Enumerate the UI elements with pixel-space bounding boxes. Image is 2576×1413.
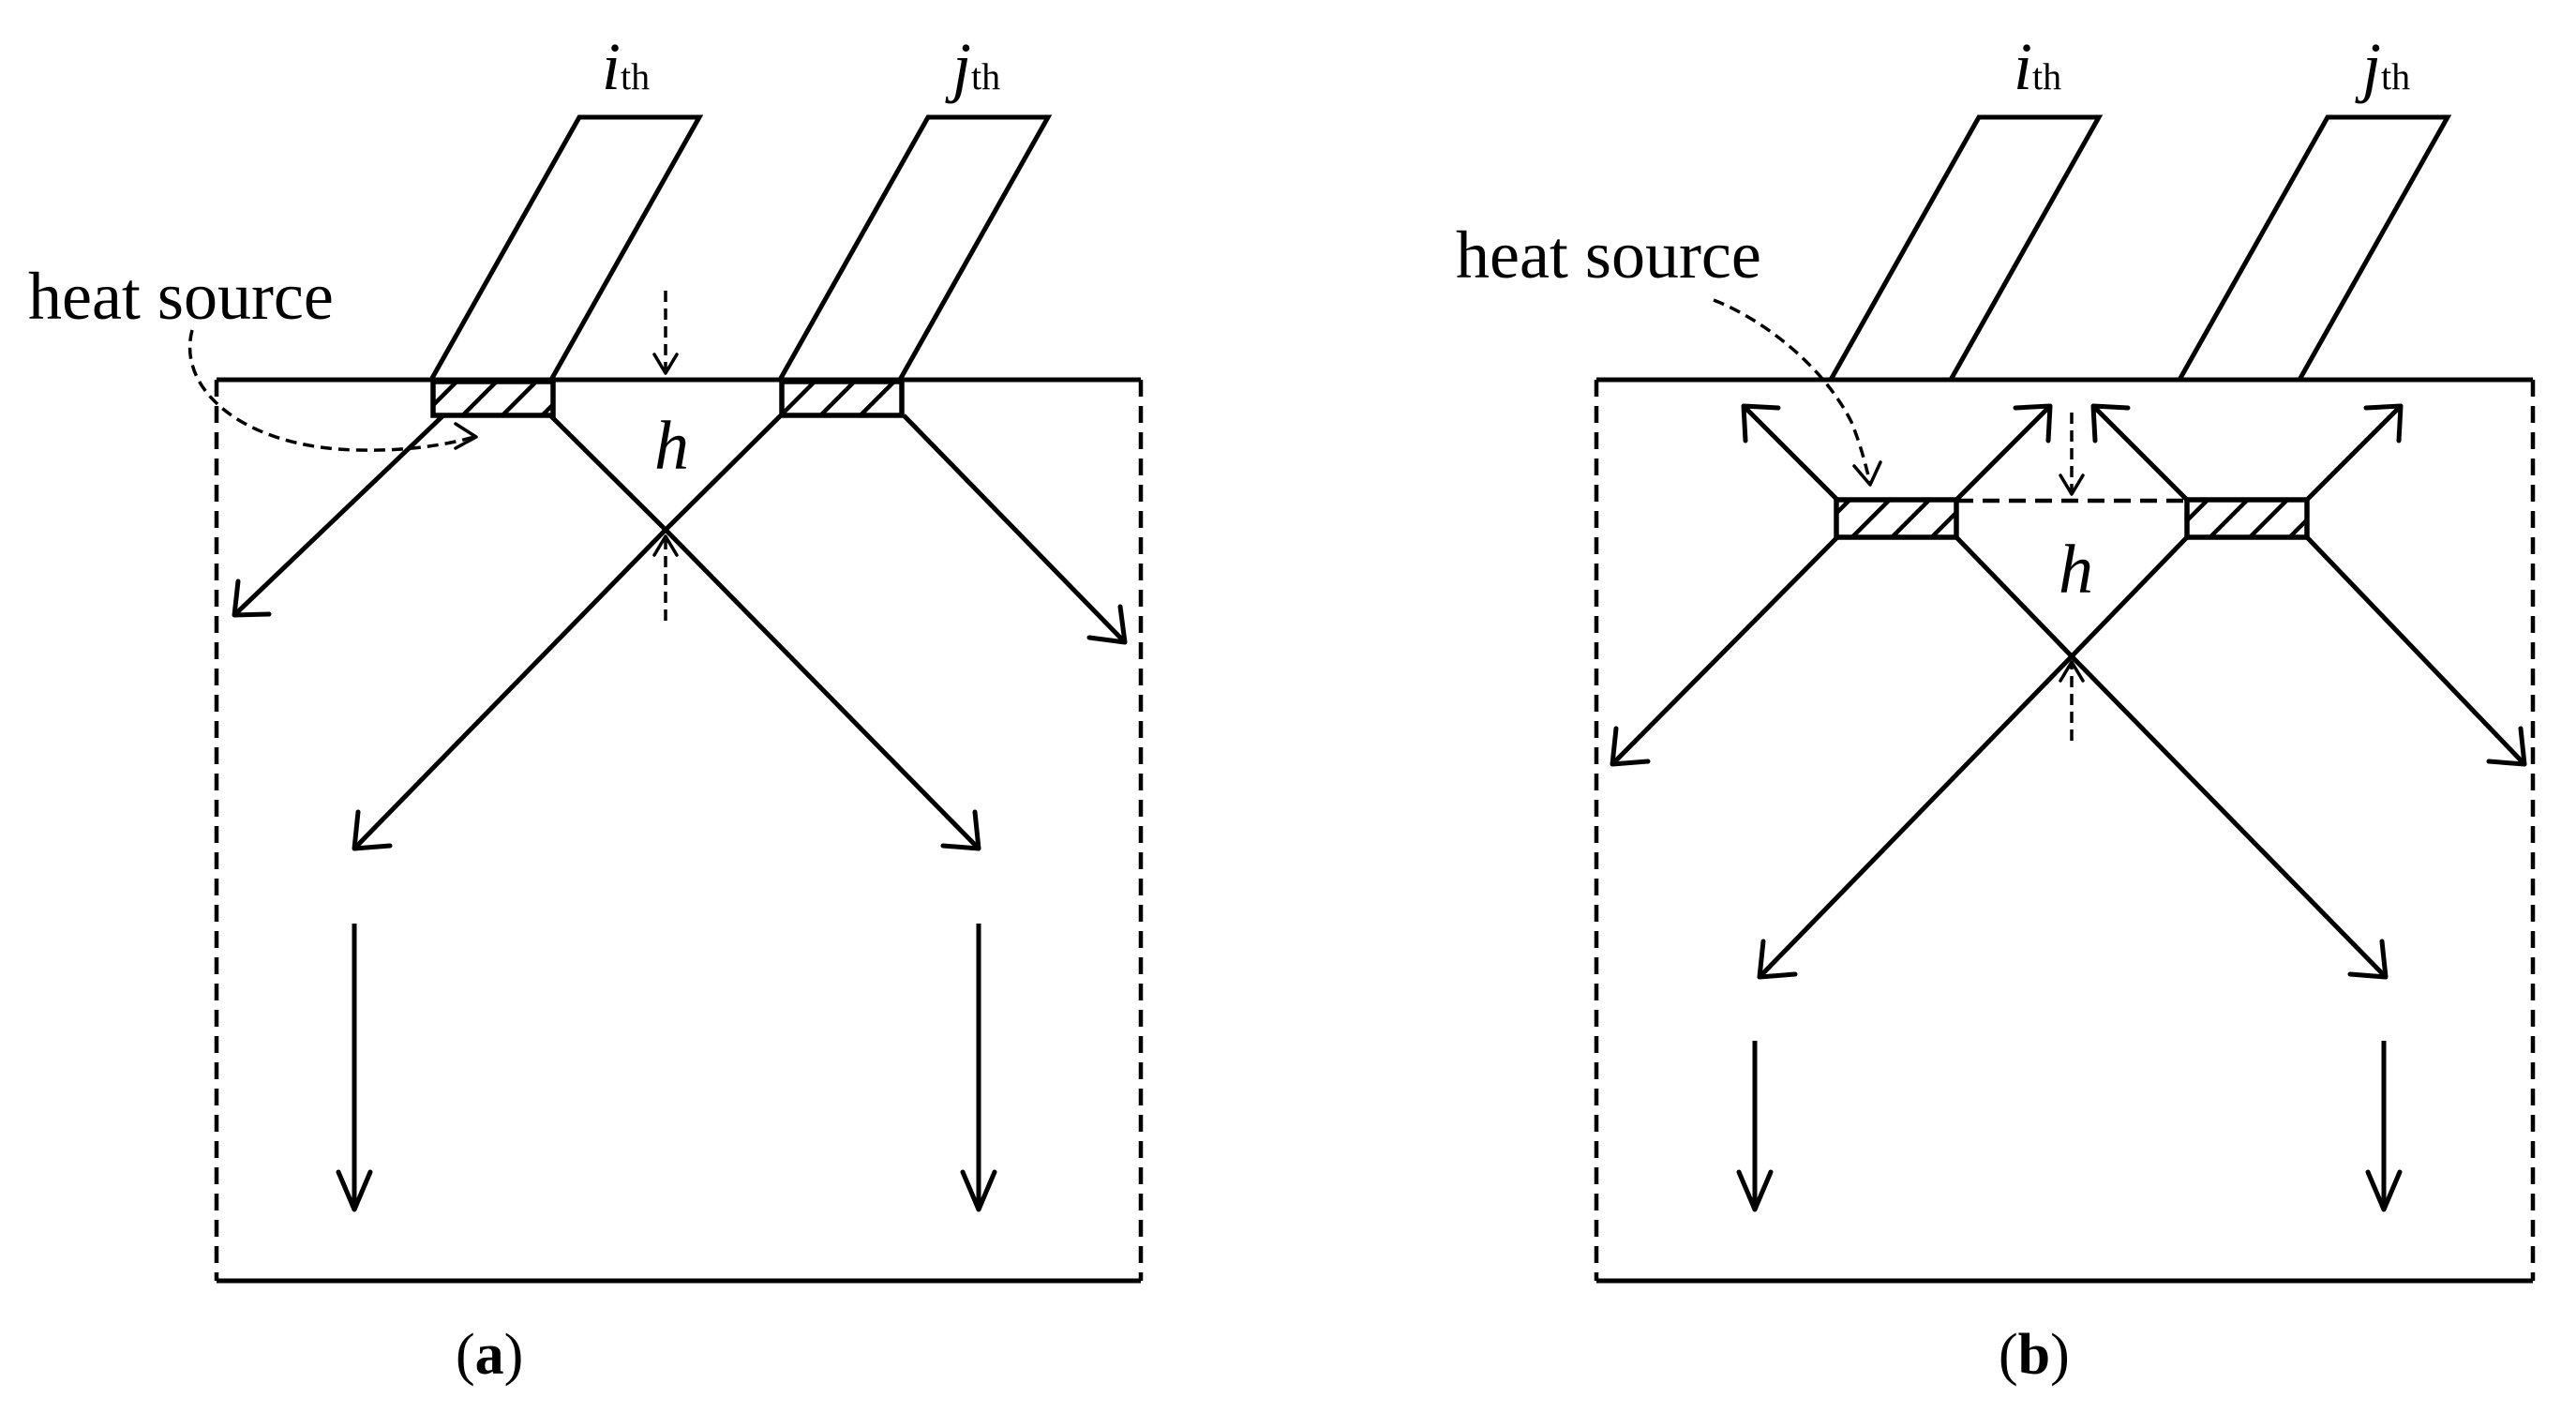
panel-b-i-label: ith <box>2014 29 2061 104</box>
panel-a-arrowhead <box>232 579 272 618</box>
panel-b-arrowhead <box>1741 403 1781 443</box>
panel-a-arrowhead <box>1086 604 1128 645</box>
panel-b-heat-source-i <box>1834 497 1959 540</box>
panel-a-h-label: h <box>654 408 689 485</box>
panel-b-arrowhead <box>2347 939 2389 980</box>
panel-a-ray-j-inner <box>664 413 783 532</box>
panel-a-i-label: ith <box>602 29 650 104</box>
panel-a-arrow-outer-left <box>232 413 445 617</box>
panel-b: heat source ith jth h (b) <box>1456 29 2536 1387</box>
panel-b-arrowhead <box>2363 403 2404 443</box>
panel-b-arrow-up-left-outer <box>1742 404 1839 502</box>
panel-b-arrowhead <box>2090 403 2131 443</box>
panel-a-arrowhead <box>960 1169 997 1212</box>
panel-a-h-dim-arrowhead <box>652 353 679 375</box>
panel-b-h-dim-arrowhead <box>2059 660 2085 683</box>
panel-a-heat-source-j <box>779 379 905 418</box>
panel-b-caption: (b) <box>1999 1323 2070 1387</box>
panel-a-arrowhead <box>940 809 981 851</box>
panel-a-arrow-outer-right <box>902 413 1127 644</box>
panel-a-arrowhead <box>352 809 393 851</box>
panel-a-arrow-cross-left <box>352 528 667 850</box>
panel-a-arrowhead <box>336 1169 373 1212</box>
panel-a-heat-source-label: heat source <box>28 259 334 334</box>
panel-b-arrow-outer-left <box>1610 535 1839 766</box>
panel-b-h-dim-arrowhead <box>2059 474 2085 496</box>
panel-b-arrow-up-right-outer <box>2305 404 2403 502</box>
panel-a-j-label: jth <box>945 29 1000 104</box>
panel-a-electrode-j <box>777 114 1053 382</box>
panel-b-heat-source-j <box>2184 497 2310 540</box>
panel-b-h-label: h <box>2059 532 2093 609</box>
panel-a-electrode-i <box>428 114 704 382</box>
panel-a-ray-i-inner <box>548 413 667 532</box>
panel-b-heat-source-pointer <box>1713 298 1872 484</box>
panel-b-arrow-up-i-inner <box>1954 404 2052 502</box>
panel-a-heat-source-i <box>430 379 556 418</box>
panel-b-arrowhead <box>2486 726 2527 767</box>
panel-b-electrode-i <box>1828 114 2104 382</box>
panel-b-arrowhead <box>1757 939 1798 980</box>
panel-b-arrowhead <box>2013 403 2053 443</box>
panel-a-h-dim-arrowhead <box>652 534 679 557</box>
panel-b-arrow-outer-right <box>2305 535 2526 766</box>
panel-a-heat-source-pointer <box>187 329 475 452</box>
panel-b-ray-j-inner <box>2070 535 2189 658</box>
panel-b-arrowhead <box>2365 1169 2403 1212</box>
panel-b-arrowhead <box>1610 726 1651 767</box>
panel-b-heat-source-pointer-head <box>1852 460 1882 487</box>
panel-b-ray-i-inner <box>1954 535 2074 658</box>
panel-b-arrow-up-j-inner <box>2091 404 2189 502</box>
panel-b-arrowhead <box>1736 1169 1774 1212</box>
panel-a-arrow-cross-right <box>664 528 981 850</box>
panel-b-heat-source-label: heat source <box>1456 218 1761 293</box>
panel-a-caption: (a) <box>456 1323 523 1387</box>
panel-a: heat source ith jth h (a) <box>28 29 1144 1387</box>
panel-b-arrow-cross-right <box>2070 654 2388 979</box>
panel-b-electrode-j <box>2177 114 2452 382</box>
panel-a-heat-source-pointer-head <box>454 422 478 450</box>
panel-b-j-label: jth <box>2355 29 2410 104</box>
panel-b-arrow-cross-left <box>1758 654 2074 979</box>
